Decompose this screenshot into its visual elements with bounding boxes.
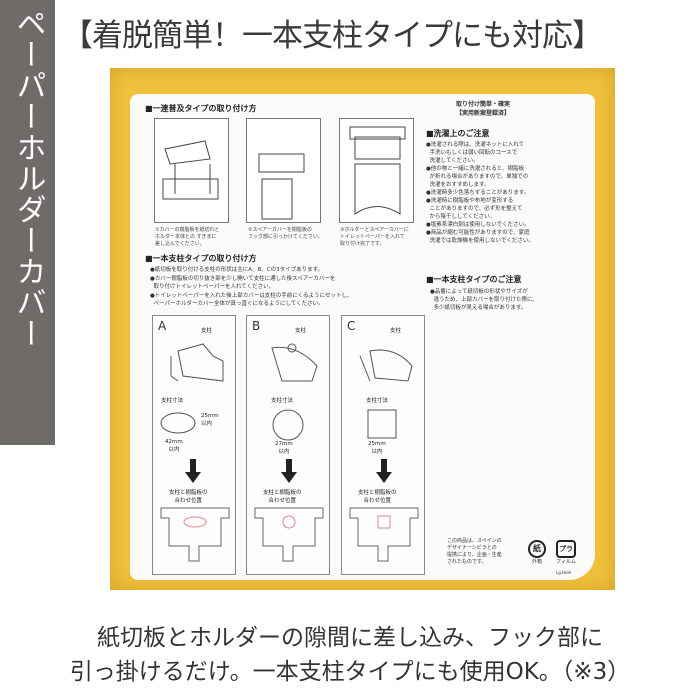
- wash-heading: ■洗濯上のご注意: [426, 129, 490, 138]
- dim-value: 25mm 以内: [368, 441, 386, 455]
- step2-illustration: [246, 118, 321, 223]
- footer-line-2: 引っ掛けるだけ。一本支柱タイプにも使用OK。（※3）: [69, 659, 631, 685]
- holder-drawing-icon: [162, 140, 219, 200]
- ellipse-post-icon: [160, 412, 196, 434]
- down-arrow-icon: [281, 459, 297, 483]
- recycle-label: フィルム: [556, 559, 576, 565]
- wash-notes: ●洗濯される際は、洗濯ネットに入れて 手洗いもしくは弱い回転のコースで 洗濯して…: [426, 142, 534, 244]
- designer-note: この商品は、スペインの デザイナーシビラとの 提携により、企画・生産 されたもの…: [447, 538, 502, 565]
- step3-illustration: [339, 118, 414, 223]
- footer-line-1: 紙切板とホルダーの隙間に差し込み、フック部に: [97, 625, 603, 651]
- holder-b-icon: [271, 343, 318, 382]
- spare-cover-drawing-icon: [258, 153, 305, 220]
- post-label: 支柱: [201, 328, 213, 334]
- step2-caption: ②スペアーカバーを樹脂板の フック部に引っかけてください。: [248, 227, 323, 240]
- dim-label: 支柱寸法: [271, 398, 294, 404]
- single-post-heading: ■一本支柱タイプのご注意: [426, 275, 522, 284]
- type-c-panel: C 支柱 支柱寸法 25mm 以内 支柱と樹脂板の 合わせ位置: [341, 315, 425, 575]
- sidebar-label: ペーパーホルダーカバー: [0, 0, 55, 445]
- section1-heading: ■一連普及タイプの取り付け方: [145, 104, 257, 113]
- section2-heading: ■一本支柱タイプの取り付け方: [145, 254, 257, 263]
- round-post-icon: [272, 409, 304, 441]
- align-label: 支柱と樹脂板の 合わせ位置: [358, 490, 397, 504]
- step1-illustration: [154, 118, 229, 223]
- align-label: 支柱と樹脂板の 合わせ位置: [169, 490, 208, 504]
- post-label: 支柱: [390, 328, 402, 334]
- dim-value: 25mm 以内: [201, 413, 219, 427]
- resin-plate-icon: [349, 507, 419, 562]
- post-label: 支柱: [295, 328, 307, 334]
- align-label: 支柱と樹脂板の 合わせ位置: [263, 490, 302, 504]
- dim-label: 支柱寸法: [366, 398, 389, 404]
- right-header-2: 【実用新案登録済】: [456, 110, 511, 117]
- plastic-recycle-mark: プラ フィルム: [553, 540, 579, 565]
- step1-caption: ①カバーの樹脂板を紙切れと ホルダー本体との すきまに 差し込んでください。: [155, 227, 220, 247]
- page-title: 【着脱簡単！一本支柱タイプにも対応】: [62, 18, 603, 54]
- dim-label: 支柱寸法: [161, 398, 184, 404]
- resin-plate-icon: [160, 507, 230, 562]
- dim-value: 27mm 以内: [275, 441, 293, 455]
- recycle-plastic-icon: プラ: [556, 540, 576, 558]
- down-arrow-icon: [185, 459, 201, 483]
- section2-note: ●トイレットペーパーを入れた後上部カバーは支柱の手前にくるようにセットし、 ペー…: [150, 293, 353, 307]
- recycle-paper-icon: 紙: [528, 540, 546, 558]
- type-letter: A: [158, 319, 167, 333]
- type-letter: B: [252, 319, 261, 333]
- section2-note: ●紙切板を取り付ける支柱の形状は主にA、B、Cの3タイプあります。: [150, 267, 324, 273]
- paper-recycle-mark: 紙 外箱: [526, 540, 548, 565]
- type-letter: C: [347, 319, 356, 333]
- down-arrow-icon: [376, 459, 392, 483]
- section2-note: ●カバー樹脂板の切り抜き部を少し開いて支柱に通した後スペアーカバーを 取り付けト…: [150, 276, 336, 290]
- installed-cover-drawing-icon: [349, 126, 406, 215]
- resin-plate-icon: [254, 507, 324, 562]
- type-b-panel: B 支柱 支柱寸法 27mm 以内 支柱と樹脂板の 合わせ位置: [246, 315, 330, 575]
- single-post-notes: ●品番によって紙切板の形状やサイズが 違うため、上部カバーを取り付けた際に、 多…: [430, 289, 538, 311]
- dim-value: 42mm 以内: [165, 439, 183, 453]
- holder-a-icon: [170, 343, 224, 382]
- square-post-icon: [367, 409, 397, 439]
- right-header-1: 取り付け簡単・確実: [456, 101, 511, 108]
- type-a-panel: A 支柱 支柱寸法 25mm 以内 42mm 以内 支柱と樹脂板の 合わせ位置: [152, 315, 236, 575]
- product-code: Lg.Hole: [556, 570, 572, 575]
- holder-c-icon: [359, 349, 413, 382]
- recycle-label: 外箱: [531, 559, 542, 565]
- step3-caption: ③ホルダーとスペアーカバーに トイレットペーパーを入れて 取り付け完了です。: [340, 227, 409, 247]
